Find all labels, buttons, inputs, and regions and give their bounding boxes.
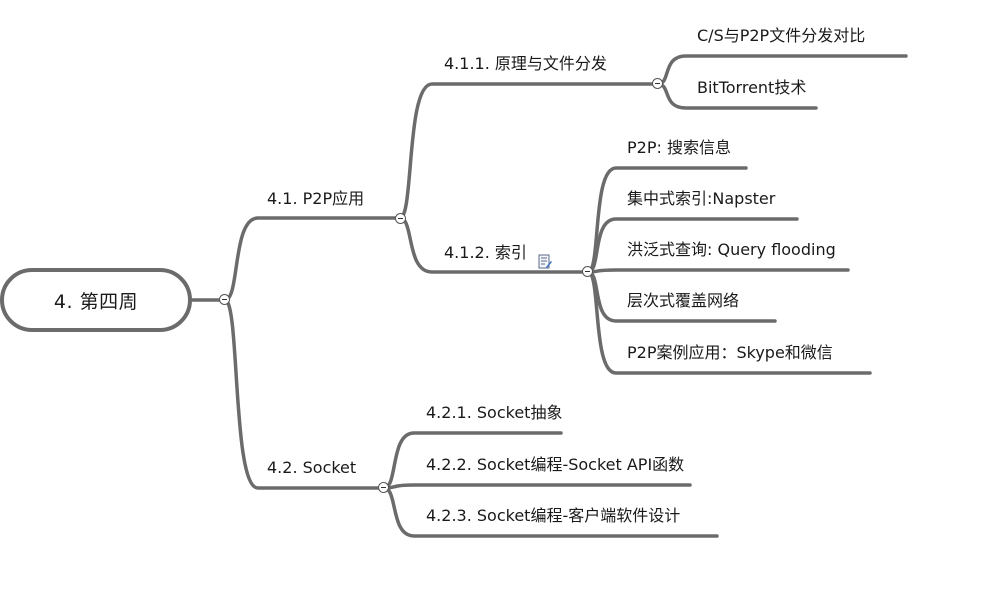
node-napster[interactable]: 集中式索引:Napster <box>627 189 776 208</box>
node-4-1[interactable]: 4.1. P2P应用 <box>267 189 365 208</box>
collapse-4-1-1-icon[interactable] <box>652 78 663 89</box>
connector-to-4-2 <box>223 298 386 490</box>
node-4-2-1[interactable]: 4.2.1. Socket抽象 <box>426 403 563 422</box>
root-node[interactable]: 4. 第四周 <box>0 268 192 332</box>
collapse-4-2-icon[interactable] <box>378 482 389 493</box>
connector-to-skype <box>586 270 872 375</box>
connector-to-flooding <box>586 268 850 274</box>
node-query-flooding[interactable]: 洪泛式查询: Query flooding <box>627 240 836 259</box>
note-edit-icon[interactable] <box>538 254 552 269</box>
node-4-2-3[interactable]: 4.2.3. Socket编程-客户端软件设计 <box>426 506 681 525</box>
connector-to-4-2-2 <box>382 483 692 490</box>
node-4-2-2[interactable]: 4.2.2. Socket编程-Socket API函数 <box>426 455 685 474</box>
node-4-2[interactable]: 4.2. Socket <box>267 458 357 477</box>
node-bittorrent[interactable]: BitTorrent技术 <box>697 78 807 97</box>
connector-to-4-1-1 <box>398 82 660 220</box>
collapse-4-1-2-icon[interactable] <box>582 266 593 277</box>
node-4-1-2[interactable]: 4.1.2. 索引 <box>444 243 527 262</box>
node-overlay-network[interactable]: 层次式覆盖网络 <box>627 291 740 310</box>
connector-to-4-1 <box>223 216 402 302</box>
node-skype-wechat[interactable]: P2P案例应用：Skype和微信 <box>627 343 833 362</box>
collapse-4-1-icon[interactable] <box>395 213 406 224</box>
node-cs-p2p-compare[interactable]: C/S与P2P文件分发对比 <box>697 26 866 45</box>
root-label: 4. 第四周 <box>53 290 139 313</box>
node-p2p-search[interactable]: P2P: 搜索信息 <box>627 138 731 157</box>
node-4-1-1[interactable]: 4.1.1. 原理与文件分发 <box>444 54 607 73</box>
collapse-root-icon[interactable] <box>219 294 230 305</box>
